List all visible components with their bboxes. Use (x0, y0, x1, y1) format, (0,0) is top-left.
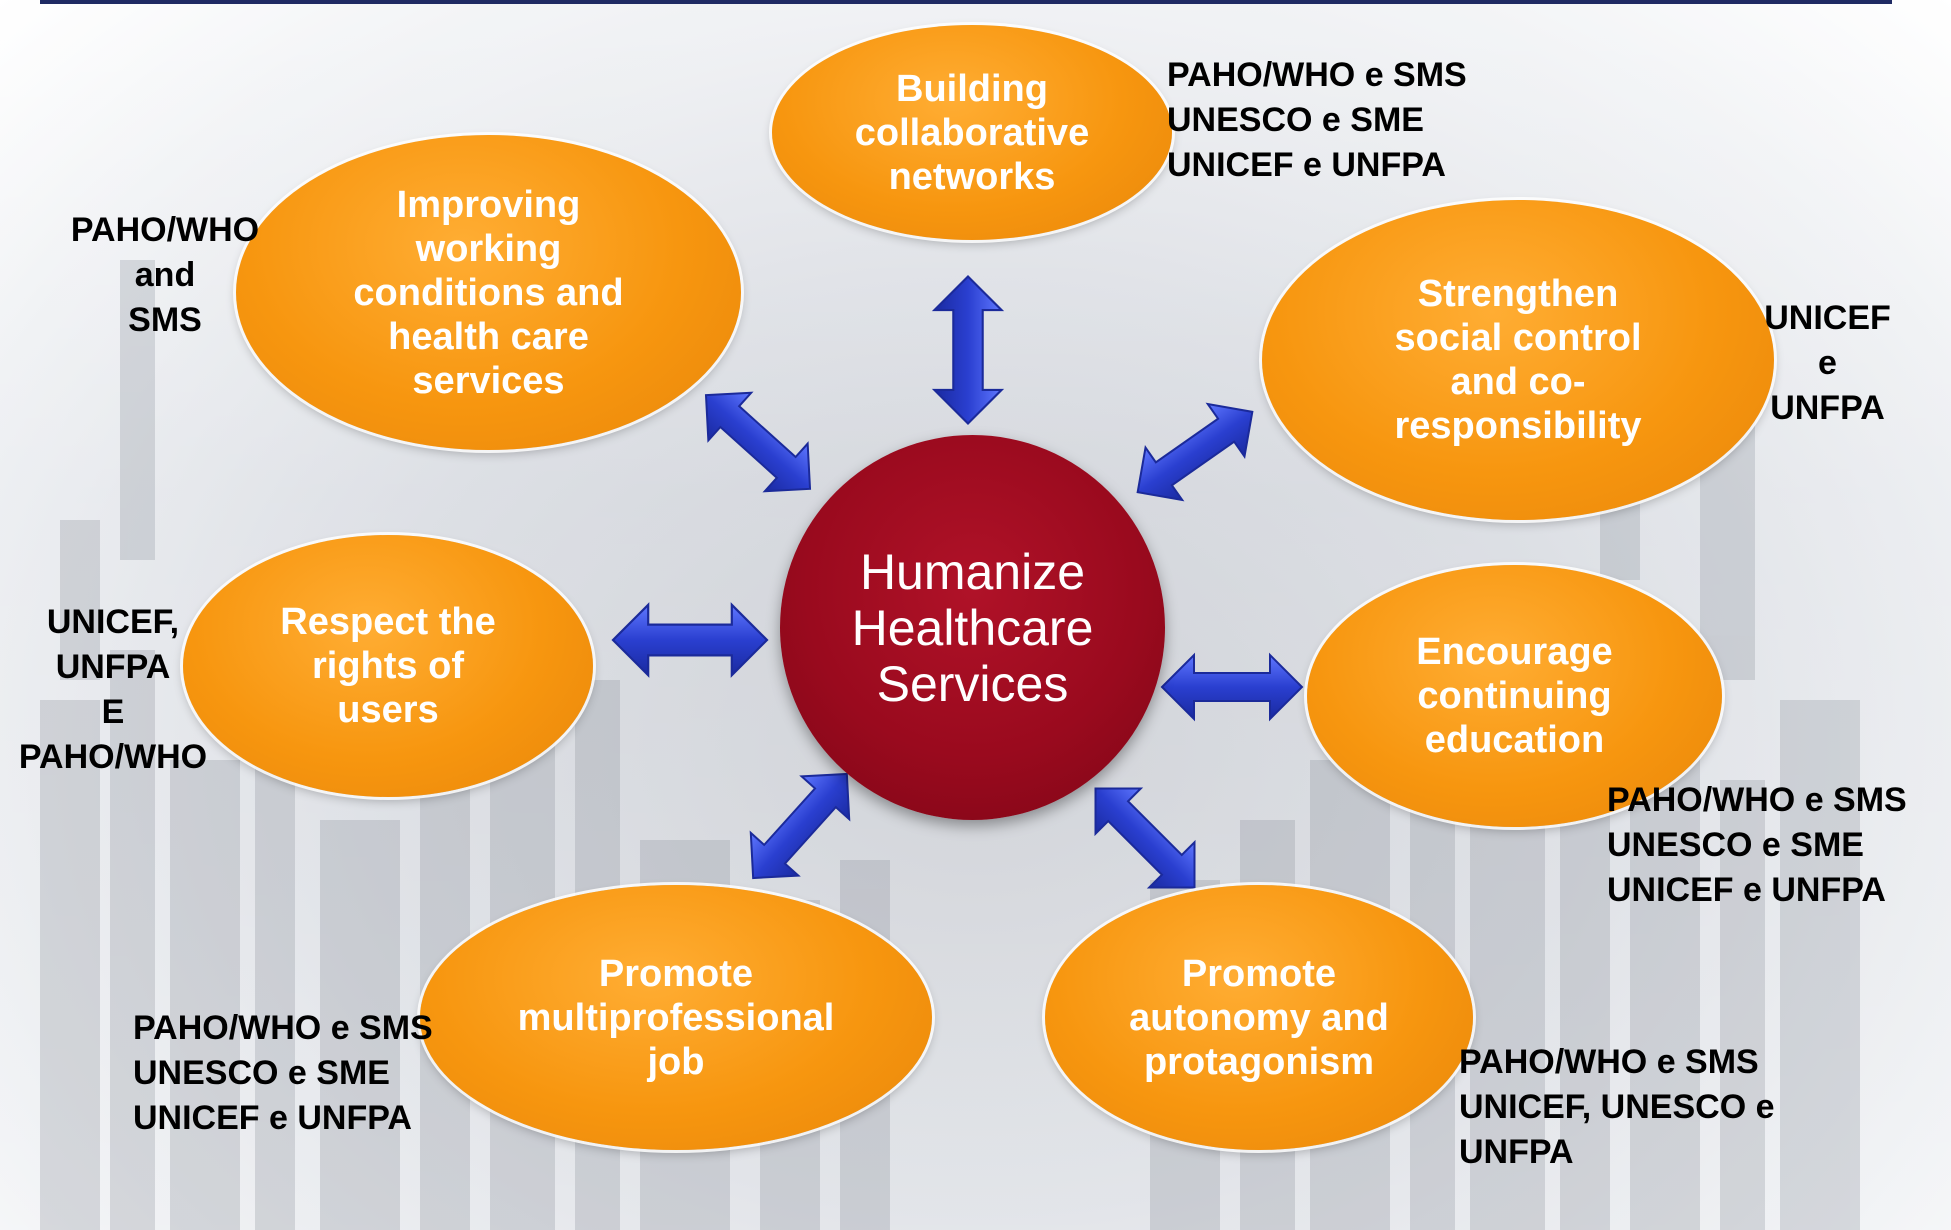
node-building-collaborative-networks: Building collaborative networks (772, 25, 1172, 240)
node-respect-rights-of-users: Respect the rights of users (183, 535, 593, 797)
node-label: Encourage continuing education (1416, 631, 1613, 761)
partners-rights: UNICEF, UNFPA E PAHO/WHO (18, 603, 208, 776)
node-label: Improving working conditions and health … (353, 183, 624, 402)
partners-collab: PAHO/WHO e SMS UNESCO e SME UNICEF e UNF… (1167, 56, 1467, 184)
node-label: Promote multiprofessional job (517, 952, 835, 1083)
top-rule (40, 0, 1892, 4)
center-label: Humanize Healthcare Services (851, 543, 1094, 712)
partners-working: PAHO/WHO and SMS (70, 211, 260, 339)
partners-education: PAHO/WHO e SMS UNESCO e SME UNICEF e UNF… (1607, 781, 1907, 909)
node-label: Strengthen social control and co- respon… (1394, 273, 1642, 447)
partners-autonomy: PAHO/WHO e SMS UNICEF, UNESCO e UNFPA (1459, 1043, 1775, 1171)
arrow-social (1118, 384, 1272, 520)
node-label: Building collaborative networks (854, 67, 1090, 198)
partners-social: UNICEF e UNFPA (1764, 299, 1891, 427)
partners-multiprof: PAHO/WHO e SMS UNESCO e SME UNICEF e UNF… (133, 1009, 433, 1137)
node-promote-autonomy-protagonism: Promote autonomy and protagonism (1045, 885, 1473, 1150)
arrow-rights (611, 603, 769, 677)
node-label: Promote autonomy and protagonism (1129, 952, 1389, 1083)
arrow-working (683, 370, 833, 514)
arrow-autonomy (1071, 764, 1219, 912)
node-label: Respect the rights of users (280, 601, 496, 731)
node-improving-working-conditions: Improving working conditions and health … (236, 135, 741, 450)
node-promote-multiprofessional-job: Promote multiprofessional job (420, 885, 932, 1150)
arrow-collab (933, 275, 1003, 425)
center-circle-humanize-healthcare: Humanize Healthcare Services (780, 435, 1165, 820)
arrow-education (1161, 654, 1303, 720)
node-encourage-continuing-education: Encourage continuing education (1307, 565, 1722, 827)
node-strengthen-social-control: Strengthen social control and co- respon… (1262, 200, 1774, 520)
